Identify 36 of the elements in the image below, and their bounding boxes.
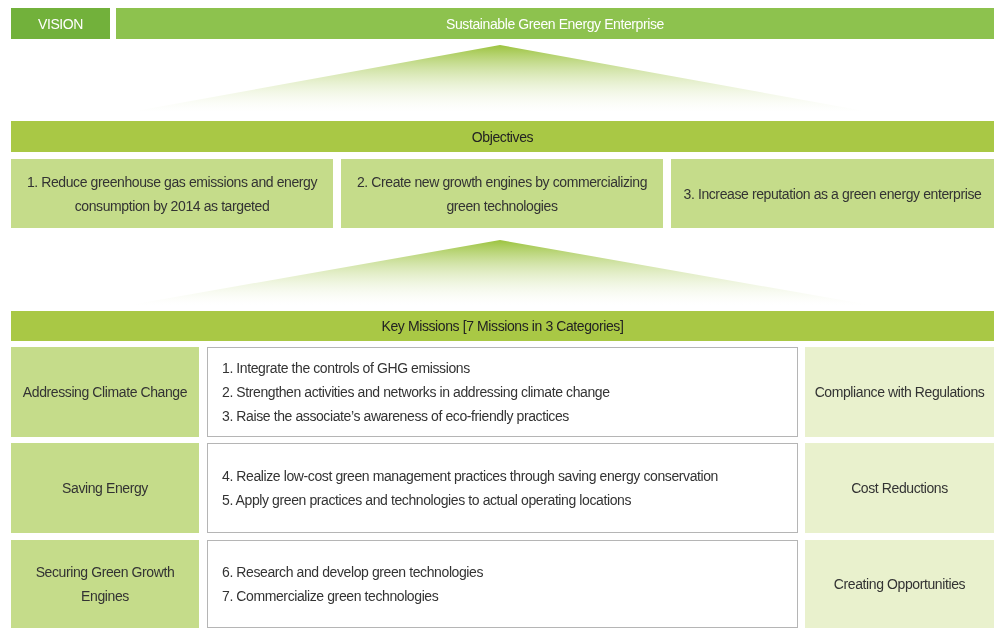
- box-label: Key Missions [7 Missions in 3 Categories]: [381, 317, 624, 336]
- objective-box: [341, 159, 663, 228]
- box-label: 3. Increase reputation as a green energy enterprise: [683, 184, 982, 204]
- mission-list-box: [207, 443, 798, 533]
- mission-item: 1. Integrate the controls of GHG emissions: [222, 359, 470, 378]
- section-header-bar: [11, 121, 994, 152]
- box-label: Objectives: [471, 127, 534, 147]
- category-box: [11, 347, 199, 437]
- title-bar: [116, 8, 994, 39]
- category-box: [11, 443, 199, 533]
- box-label: VISION: [37, 14, 84, 34]
- outcome-box: [805, 540, 994, 628]
- objective-box: [11, 159, 333, 228]
- mission-item: 7. Commercialize green technologies: [222, 587, 439, 606]
- mission-item: 4. Realize low-cost green management practices through saving energy conservation: [222, 467, 718, 486]
- box-label: Addressing Climate Change: [22, 383, 188, 402]
- mission-list-box: [207, 540, 798, 628]
- box-label: Saving Energy: [62, 479, 148, 498]
- mission-item: 3. Raise the associate’s awareness of eco-friendly practices: [222, 407, 569, 426]
- mission-list-box: [207, 347, 798, 437]
- label-badge: [11, 8, 110, 39]
- mission-item: 5. Apply green practices and technologies to actual operating locations: [222, 491, 631, 510]
- category-box: [11, 540, 199, 628]
- mission-item: 6. Research and develop green technologies: [222, 563, 484, 582]
- outcome-box: [805, 347, 994, 437]
- box-label: Cost Reductions: [851, 479, 948, 498]
- section-header-bar: [11, 311, 994, 341]
- box-label: 2. Create new growth engines by commercializing green technologies: [355, 172, 649, 216]
- box-label: Compliance with Regulations: [814, 383, 985, 402]
- mission-item: 2. Strengthen activities and networks in addressing climate change: [222, 383, 610, 402]
- box-label: Creating Opportunities: [833, 575, 966, 594]
- box-label: 1. Reduce greenhouse gas emissions and energy consumption by 2014 as targeted: [25, 172, 319, 216]
- box-label: Sustainable Green Energy Enterprise: [446, 14, 664, 34]
- outcome-box: [805, 443, 994, 533]
- objective-box: [671, 159, 994, 228]
- box-label: Securing Green Growth Engines: [34, 563, 176, 606]
